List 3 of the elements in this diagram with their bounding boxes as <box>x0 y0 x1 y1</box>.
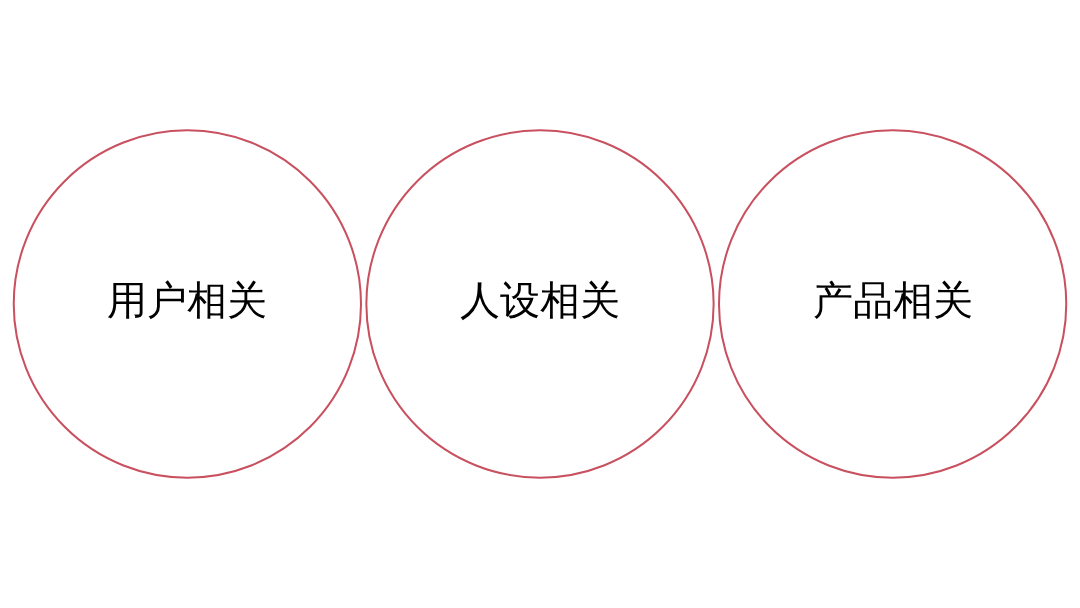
node-circle: 产品相关 <box>718 129 1068 479</box>
node-circle: 用户相关 <box>12 129 362 479</box>
node-circle: 人设相关 <box>365 129 715 479</box>
